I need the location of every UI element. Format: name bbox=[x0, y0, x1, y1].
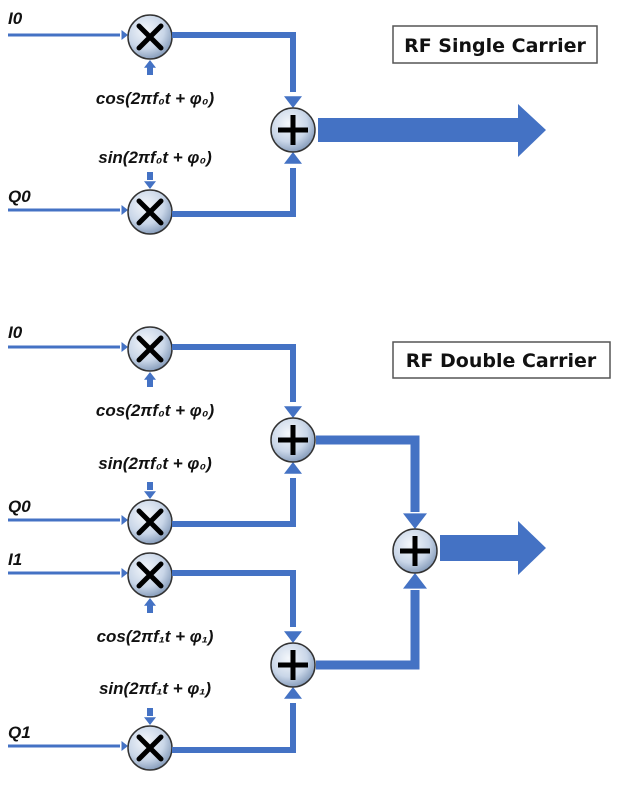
mixer-output-line bbox=[172, 32, 296, 92]
carrier-arrow-stem bbox=[147, 482, 153, 490]
carrier-label-cos0: cos(2πf₀t + φ₀) bbox=[96, 401, 215, 420]
carrier-arrow-stem bbox=[147, 172, 153, 180]
input-arrow bbox=[121, 30, 128, 40]
carrier-label-cos1: cos(2πf₁t + φ₁) bbox=[97, 627, 214, 646]
input-label-i0-double: I0 bbox=[8, 323, 23, 342]
carrier-arrow bbox=[144, 181, 156, 189]
final-adder-input-arrow bbox=[403, 573, 427, 589]
rf-output-arrow-single bbox=[318, 104, 546, 157]
plus-icon bbox=[278, 115, 308, 145]
adder-input-arrow bbox=[284, 462, 302, 474]
carrier-arrow bbox=[144, 60, 156, 68]
plus-icon bbox=[278, 650, 308, 680]
mixer-output-line bbox=[172, 478, 296, 527]
plus-icon bbox=[278, 425, 308, 455]
times-icon bbox=[136, 335, 164, 363]
carrier-arrow bbox=[144, 372, 156, 380]
mixer-output-line bbox=[172, 344, 296, 402]
carrier-arrow bbox=[144, 598, 156, 606]
mixer-output-line bbox=[172, 703, 296, 753]
title-double: RF Double Carrier bbox=[406, 350, 597, 372]
title-box-double bbox=[392, 341, 611, 379]
input-label-q1: Q1 bbox=[8, 723, 31, 742]
input-label-q0: Q0 bbox=[8, 187, 31, 206]
adder-input-arrow bbox=[284, 687, 302, 699]
times-icon bbox=[136, 23, 164, 51]
input-arrow bbox=[121, 568, 128, 578]
adder-input-arrow bbox=[284, 152, 302, 164]
times-icon bbox=[136, 508, 164, 536]
carrier-arrow-stem bbox=[147, 379, 153, 387]
adder-input-arrow bbox=[284, 631, 302, 643]
plus-icon bbox=[400, 536, 430, 566]
rf-output-arrow-double bbox=[440, 521, 546, 575]
carrier-arrow-stem bbox=[147, 67, 153, 75]
adder-input-arrow bbox=[284, 406, 302, 418]
carrier-arrow bbox=[144, 491, 156, 499]
sum-line bbox=[316, 590, 420, 670]
input-arrow bbox=[121, 741, 128, 751]
input-arrow bbox=[121, 205, 128, 215]
carrier-arrow-stem bbox=[147, 708, 153, 716]
title-box-single bbox=[392, 25, 598, 64]
carrier-label-sin0: sin(2πf₀t + φ₀) bbox=[98, 454, 212, 473]
final-adder-input-arrow bbox=[403, 513, 427, 529]
input-label-i1: I1 bbox=[8, 550, 22, 569]
adder-input-arrow bbox=[284, 96, 302, 108]
carrier-label-cos: cos(2πf₀t + φ₀) bbox=[96, 89, 215, 108]
mixer-output-line bbox=[172, 168, 296, 217]
input-arrow bbox=[121, 515, 128, 525]
carrier-arrow bbox=[144, 717, 156, 725]
input-label-q0-double: Q0 bbox=[8, 497, 31, 516]
mixer-output-line bbox=[172, 570, 296, 627]
title-single: RF Single Carrier bbox=[404, 35, 586, 57]
times-icon bbox=[136, 734, 164, 762]
carrier-label-sin: sin(2πf₀t + φ₀) bbox=[98, 148, 212, 167]
times-icon bbox=[136, 198, 164, 226]
carrier-label-sin1: sin(2πf₁t + φ₁) bbox=[99, 679, 211, 698]
carrier-arrow-stem bbox=[147, 605, 153, 613]
sum-line bbox=[316, 435, 420, 512]
input-label-i0: I0 bbox=[8, 9, 23, 28]
times-icon bbox=[136, 561, 164, 589]
input-arrow bbox=[121, 342, 128, 352]
